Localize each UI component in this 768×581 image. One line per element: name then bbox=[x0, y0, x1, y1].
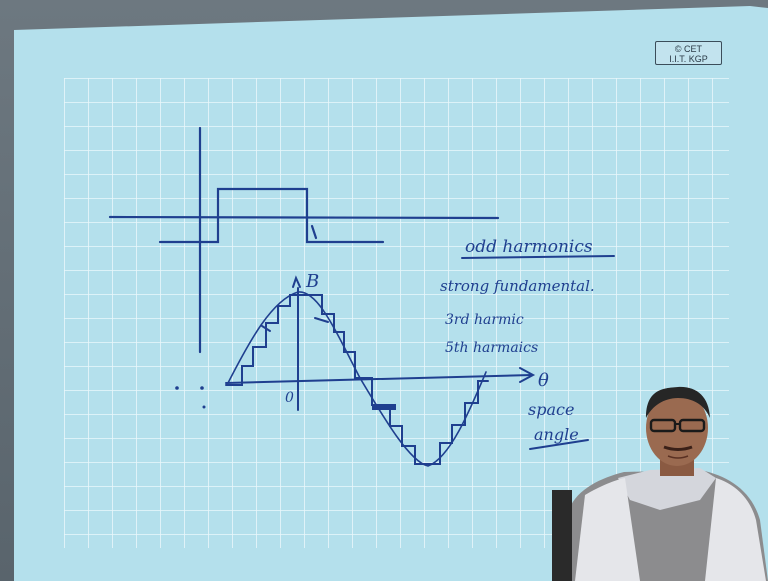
origin-label: 0 bbox=[285, 390, 294, 406]
underlines bbox=[461, 255, 615, 450]
shirt-sleeve-right bbox=[705, 478, 766, 581]
mouth bbox=[667, 455, 689, 459]
x-axis-label: θ bbox=[538, 370, 549, 391]
square-wave bbox=[158, 187, 385, 244]
notes-line-2: 3rd harmic bbox=[445, 312, 524, 328]
watermark-line-2: I.I.T. KGP bbox=[669, 54, 708, 64]
x-caption-1: space bbox=[528, 400, 574, 419]
hair bbox=[646, 386, 710, 418]
stepped-waveform-sketch bbox=[225, 275, 536, 467]
chair-back bbox=[552, 490, 572, 581]
watermark-badge: © CET I.I.T. KGP bbox=[655, 41, 722, 65]
horizontal-reference-line bbox=[108, 215, 500, 220]
mustache bbox=[663, 445, 693, 451]
stepped-wave bbox=[225, 294, 489, 465]
shirt-sleeve-left bbox=[575, 478, 640, 581]
notes-line-1: strong fundamental. bbox=[440, 277, 595, 295]
square-wave-sketch bbox=[108, 126, 500, 354]
shirt-collar bbox=[618, 468, 716, 510]
watermark-line-1: © CET bbox=[674, 44, 703, 54]
x-axis-arrowhead bbox=[519, 367, 536, 383]
fundamental-sine bbox=[227, 291, 487, 467]
glasses-right bbox=[678, 418, 706, 433]
y-axis-arrowhead bbox=[292, 275, 301, 288]
stray-marks bbox=[175, 386, 206, 409]
notes-heading: odd harmonics bbox=[465, 237, 593, 257]
y-axis-label: B bbox=[305, 271, 319, 292]
glasses-left bbox=[649, 418, 677, 433]
x-axis bbox=[225, 374, 533, 384]
grid-area bbox=[64, 78, 729, 548]
notes-line-3: 5th harmaics bbox=[445, 340, 538, 356]
x-caption-2: angle bbox=[534, 425, 579, 444]
head bbox=[646, 390, 708, 466]
